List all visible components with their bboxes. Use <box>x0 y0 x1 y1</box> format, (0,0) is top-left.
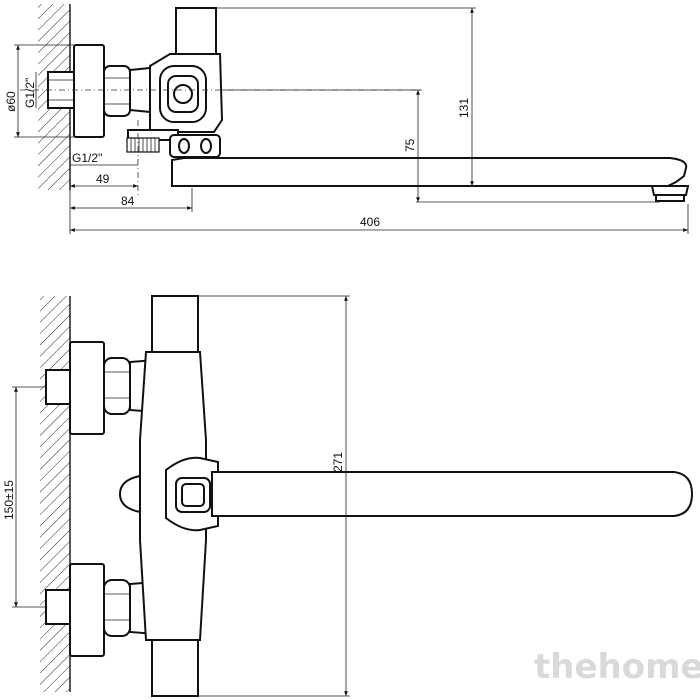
diverter-top <box>169 134 221 158</box>
top-view: ø60 G1/2" G1/2'' 49 84 406 <box>4 4 690 234</box>
nut-top <box>103 65 131 117</box>
dim-g12-side: G1/2" <box>23 72 37 108</box>
dim-131-label: 131 <box>457 98 471 118</box>
shower-outlet-thread <box>126 137 160 153</box>
front-view: 150±15 271 <box>2 295 694 697</box>
dim-d60: ø60 <box>4 44 74 138</box>
dim-g12-bottom-label: G1/2'' <box>72 151 103 165</box>
spout-top <box>171 157 690 202</box>
dim-75-label: 75 <box>403 138 417 152</box>
dim-84: 84 <box>70 188 193 212</box>
wall-hatch-front <box>40 296 71 692</box>
mixer-body-top <box>127 7 224 141</box>
dim-131: 131 <box>216 7 476 186</box>
dim-271: 271 <box>198 295 350 697</box>
dim-271-label: 271 <box>331 452 345 472</box>
spout-connector-front <box>165 456 219 532</box>
dim-g12-side-label: G1/2" <box>23 78 37 108</box>
dim-406-label: 406 <box>360 215 380 229</box>
dim-150-label: 150±15 <box>2 480 16 520</box>
escutcheon-top <box>73 44 105 138</box>
dim-150: 150±15 <box>2 386 46 608</box>
diverter-knob-front <box>118 474 141 514</box>
watermark: thehome <box>534 647 700 687</box>
dim-49-label: 49 <box>96 172 110 186</box>
dim-84-label: 84 <box>121 194 135 208</box>
spout-front <box>211 471 694 517</box>
dim-75: 75 <box>222 89 660 203</box>
dim-d60-label: ø60 <box>4 91 18 112</box>
mixer-body-front <box>139 295 207 697</box>
dim-406: 406 <box>69 190 689 234</box>
dim-49: 49 <box>70 172 138 188</box>
